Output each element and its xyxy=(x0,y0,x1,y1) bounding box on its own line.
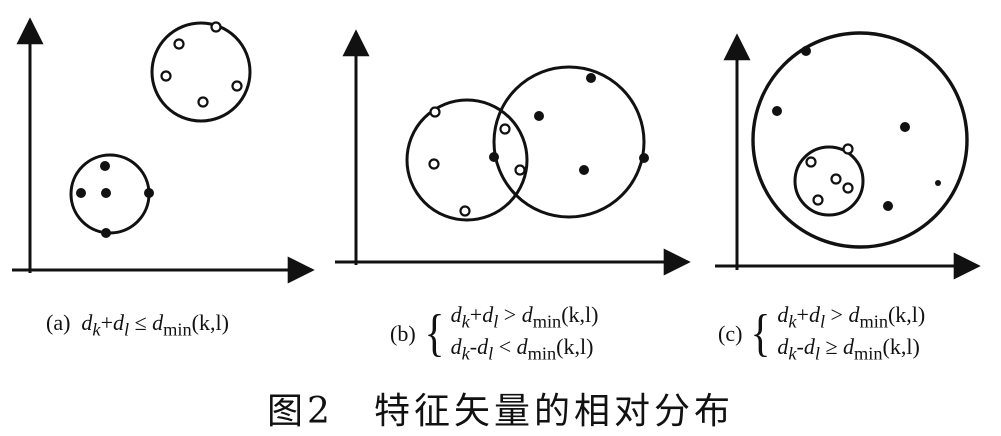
panel-c-label: (c) { dk+dl > dmin(k,l) dk-dl ≥ dmin(k,l… xyxy=(718,302,925,367)
figure-caption: 图2 特征矢量的相对分布 xyxy=(267,391,734,432)
filled-point xyxy=(100,161,110,171)
panel-b-cluster-l xyxy=(492,65,646,219)
hollow-point xyxy=(197,96,209,108)
hollow-point xyxy=(231,80,243,92)
panel-a-plot xyxy=(12,17,315,284)
hollow-point xyxy=(830,173,842,185)
panel-b-plot xyxy=(335,29,691,276)
filled-point xyxy=(101,228,111,238)
brace-glyph: { xyxy=(424,305,445,363)
filled-point xyxy=(101,188,111,198)
panel-c-plot xyxy=(715,31,981,280)
panel-a-points xyxy=(76,21,243,238)
hollow-point xyxy=(514,164,526,176)
hollow-point xyxy=(812,194,824,206)
panel-b-tag: (b) xyxy=(390,321,416,347)
hollow-point xyxy=(429,106,441,118)
panel-c-tag: (c) xyxy=(718,321,743,347)
filled-point xyxy=(935,180,941,186)
brace-glyph: { xyxy=(750,305,771,363)
filled-point xyxy=(801,46,811,56)
hollow-point xyxy=(173,38,185,50)
filled-point xyxy=(144,188,154,198)
filled-point xyxy=(586,73,596,83)
filled-point xyxy=(900,122,910,132)
filled-point xyxy=(579,165,589,175)
hollow-point xyxy=(459,205,471,217)
filled-point xyxy=(534,111,544,121)
panel-c-condition-1: dk+dl > dmin(k,l) xyxy=(777,302,926,332)
panel-b-cluster-k xyxy=(405,98,529,222)
panel-a-tag: (a) xyxy=(46,310,71,335)
hollow-point xyxy=(842,143,854,155)
panel-b-condition-1: dk+dl > dmin(k,l) xyxy=(450,302,599,332)
panel-a-cluster-l xyxy=(150,21,252,123)
hollow-point xyxy=(210,21,222,33)
panel-c-points xyxy=(772,46,941,211)
hollow-point xyxy=(499,123,511,135)
hollow-point xyxy=(160,70,172,82)
panel-b-label: (b) { dk+dl > dmin(k,l) dk-dl < dmin(k,l… xyxy=(390,302,598,367)
filled-point xyxy=(76,188,86,198)
filled-point xyxy=(489,152,499,162)
panel-b-condition-2: dk-dl < dmin(k,l) xyxy=(450,334,594,364)
filled-point xyxy=(772,106,782,116)
panel-b-points xyxy=(428,73,649,217)
filled-point xyxy=(883,201,893,211)
hollow-point xyxy=(842,182,854,194)
panel-a-label: (a) dk+dl ≤ dmin(k,l) xyxy=(46,310,229,342)
filled-point xyxy=(639,153,649,163)
panel-c-condition-2: dk-dl ≥ dmin(k,l) xyxy=(777,334,920,364)
hollow-point xyxy=(428,158,440,170)
panel-c-cluster-l xyxy=(751,31,969,249)
panel-c-cluster-k xyxy=(793,145,865,217)
hollow-point xyxy=(805,156,817,168)
panel-a-condition: dk+dl ≤ dmin(k,l) xyxy=(81,310,229,340)
